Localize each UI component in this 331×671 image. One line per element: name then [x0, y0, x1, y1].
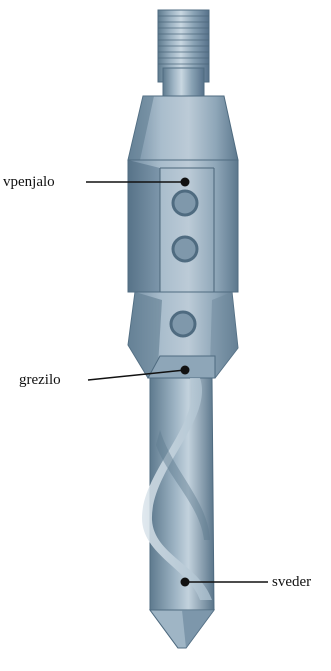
holder-dot	[181, 178, 190, 187]
countersink-body	[128, 292, 238, 378]
drill-label: sveder	[272, 573, 311, 591]
countersink-dot	[181, 366, 190, 375]
twist-drill	[142, 378, 214, 648]
holder-label: vpenjalo	[3, 173, 55, 191]
countersink-label: grezilo	[19, 371, 61, 389]
threaded-shank	[158, 10, 209, 96]
drill-dot	[181, 578, 190, 587]
